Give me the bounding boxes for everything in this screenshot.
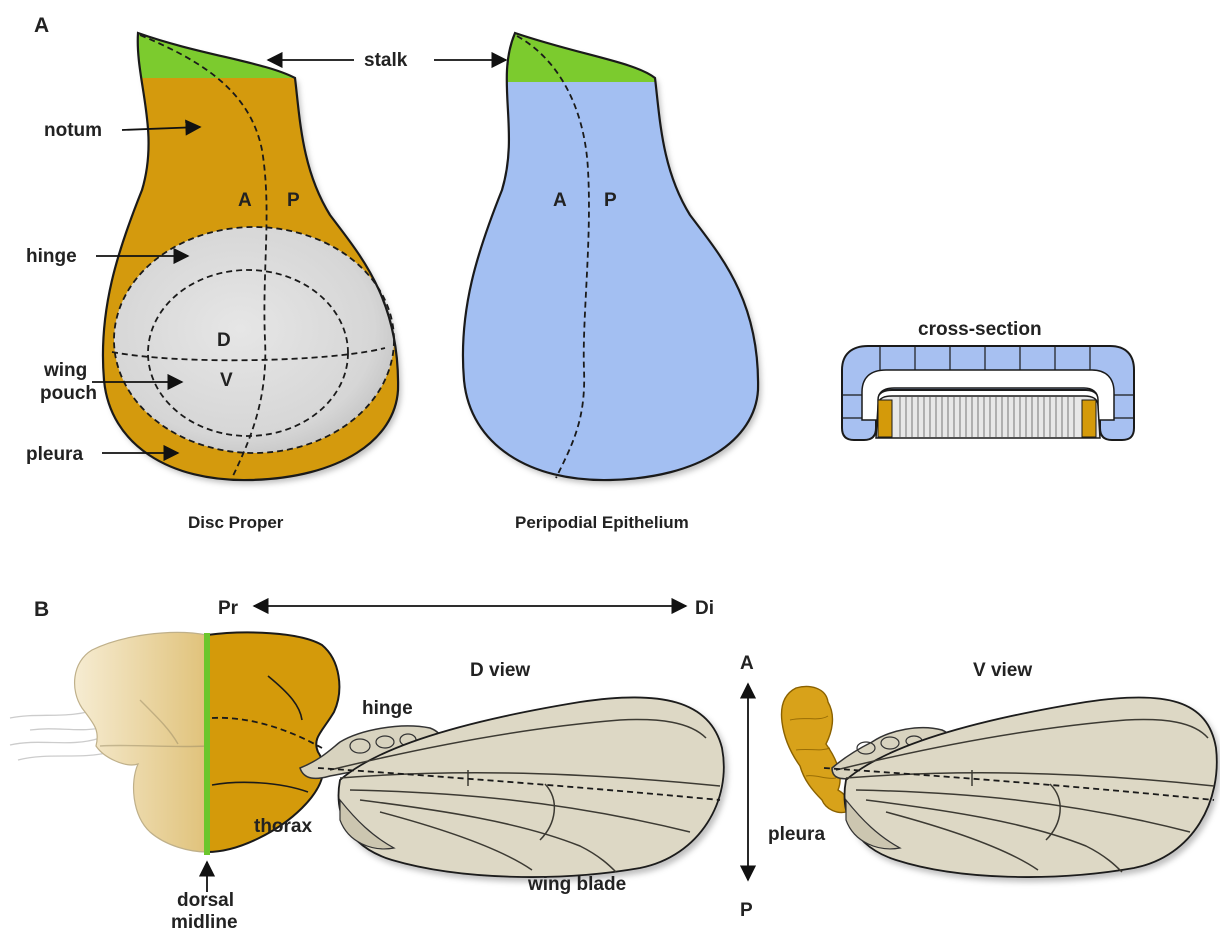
panel-a-label: A <box>34 14 49 37</box>
wing-blade-label: wing blade <box>527 874 626 895</box>
wing-pouch-label-2: pouch <box>40 383 97 404</box>
disc-proper-drawing <box>100 20 420 480</box>
panel-b-label: B <box>34 598 49 621</box>
peripodial-a-label: A <box>553 190 567 211</box>
dorsal-midline-label-1: dorsal <box>177 890 234 911</box>
compartment-a-label: A <box>238 190 252 211</box>
pleura-label-a: pleura <box>26 444 83 465</box>
v-view-blade <box>845 697 1217 877</box>
compartment-p-label: P <box>287 190 300 211</box>
d-view-wing <box>300 697 724 877</box>
cross-section-right-notum-cells <box>1082 400 1096 437</box>
wing-pouch-label-1: wing <box>43 360 87 381</box>
peripodial-caption: Peripodial Epithelium <box>515 513 689 532</box>
cross-section-label: cross-section <box>918 319 1042 340</box>
notum-label: notum <box>44 120 102 141</box>
cross-section-drawing <box>842 346 1134 440</box>
cross-section-left-notum-cells <box>878 400 892 437</box>
v-view-label: V view <box>973 660 1032 681</box>
disc-pouch-hinge-area <box>114 227 394 453</box>
peripodial-stalk-region <box>460 20 780 82</box>
peripodial-p-label: P <box>604 190 617 211</box>
hinge-label-a: hinge <box>26 246 77 267</box>
posterior-label: P <box>740 900 753 921</box>
cross-section-columnar-layer <box>876 396 1100 438</box>
stalk-label: stalk <box>364 50 408 71</box>
thorax-label: thorax <box>254 816 313 837</box>
thorax-left-half <box>75 632 207 852</box>
dorsal-midline-stripe <box>204 633 210 855</box>
d-view-blade <box>339 697 724 877</box>
dorsal-midline-label-2: midline <box>171 912 238 933</box>
peripodial-drawing <box>460 20 780 480</box>
d-view-label: D view <box>470 660 530 681</box>
pleura-label-b: pleura <box>768 824 825 845</box>
v-view-wing <box>782 687 1217 877</box>
proximal-label: Pr <box>218 598 239 619</box>
hinge-label-b: hinge <box>362 698 413 719</box>
disc-proper-caption: Disc Proper <box>188 513 284 532</box>
anterior-label: A <box>740 653 754 674</box>
distal-label: Di <box>695 598 714 619</box>
compartment-d-label: D <box>217 330 231 351</box>
compartment-v-label: V <box>220 370 233 391</box>
